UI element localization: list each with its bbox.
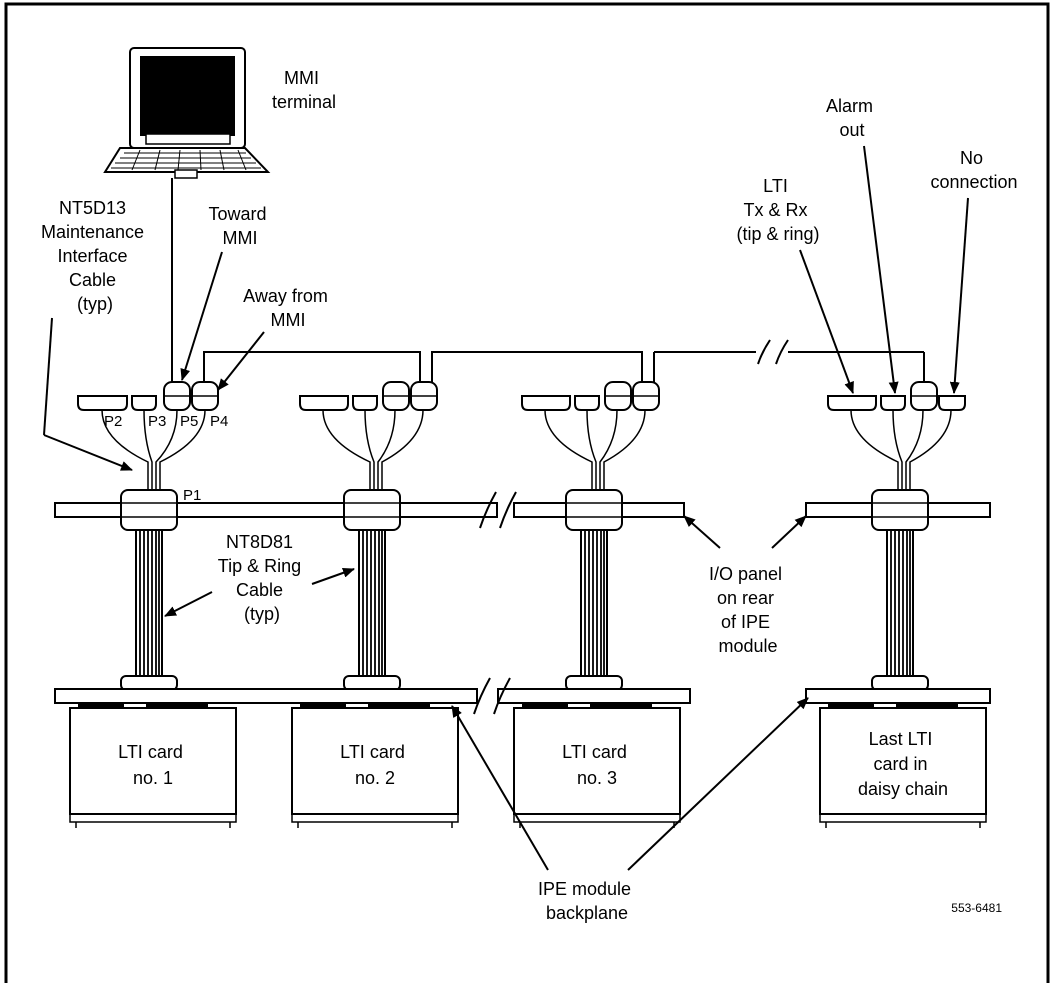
io-panel-arrow-left: [683, 515, 721, 549]
lti-card-1-label: LTI card no. 1: [118, 742, 188, 788]
tip-ring-arrow-right: [311, 567, 355, 585]
lti-txrx-line-3: (tip & ring): [736, 224, 819, 244]
io-panel-line-3: of IPE: [721, 612, 770, 632]
tip-ring-line-2: Tip & Ring: [218, 556, 301, 576]
lti-card-1-line-1: LTI card: [118, 742, 183, 762]
backplane-cable-connectors: [120, 675, 929, 691]
io-panel-label: I/O panel on rear of IPE module: [709, 564, 787, 656]
lti-card-last-line-1: Last LTI: [869, 729, 933, 749]
backplane-arrow-right: [627, 697, 809, 871]
tip-ring-arrow-left: [164, 591, 213, 617]
tip-ring-line-4: (typ): [244, 604, 280, 624]
maint-cable-line-1: NT5D13: [59, 198, 126, 218]
maint-cable-arrow: [43, 317, 53, 436]
lti-card-2-label: LTI card no. 2: [340, 742, 410, 788]
lti-card-3-label: LTI card no. 3: [562, 742, 632, 788]
backplane-line-1: IPE module: [538, 879, 631, 899]
connector-p2-label: P2: [104, 413, 122, 430]
lti-txrx-arrow: [799, 249, 854, 394]
lti-card-3-line-1: LTI card: [562, 742, 627, 762]
no-connection-arrow: [949, 197, 969, 394]
backplane-arrow-left: [451, 705, 549, 871]
lti-card-last-line-3: daisy chain: [858, 779, 948, 799]
maint-cable-line-3: Interface: [57, 246, 127, 266]
io-panel-line-4: module: [718, 636, 777, 656]
connector-group-4: [827, 381, 966, 490]
away-mmi-line-2: MMI: [271, 310, 306, 330]
mmi-terminal-label-line-1: MMI: [284, 68, 319, 88]
toward-mmi-arrow: [180, 251, 223, 381]
lti-txrx-line-2: Tx & Rx: [743, 200, 807, 220]
toward-mmi-line-1: Toward: [208, 204, 266, 224]
connector-p3-label: P3: [148, 413, 166, 430]
lti-card-2-line-1: LTI card: [340, 742, 405, 762]
no-connection-label: No connection: [930, 148, 1017, 192]
alarm-out-arrow: [863, 145, 899, 394]
maint-cable-line-5: (typ): [77, 294, 113, 314]
alarm-out-label: Alarm out: [826, 96, 878, 140]
no-connection-line-1: No: [960, 148, 983, 168]
maint-cable-line-4: Cable: [69, 270, 116, 290]
io-panel-line-1: I/O panel: [709, 564, 782, 584]
ipe-backplane: [54, 677, 991, 715]
connector-p5-label: P5: [180, 413, 198, 430]
lti-card-last: Last LTI card in daisy chain: [819, 703, 987, 828]
connector-p4-label: P4: [210, 413, 228, 430]
lti-card-last-label: Last LTI card in daisy chain: [858, 729, 948, 799]
toward-mmi-label: Toward MMI: [208, 204, 271, 248]
backplane-line-2: backplane: [546, 903, 628, 923]
connector-p1-label: P1: [183, 487, 201, 504]
connector-group-2: [299, 381, 438, 490]
io-panel-line-2: on rear: [717, 588, 774, 608]
mmi-terminal-icon: [103, 47, 271, 179]
figure-id: 553-6481: [951, 901, 1002, 915]
alarm-out-line-1: Alarm: [826, 96, 873, 116]
away-mmi-label: Away from MMI: [243, 286, 333, 330]
lti-card-2: LTI card no. 2: [291, 703, 459, 828]
lti-card-1-line-2: no. 1: [133, 768, 173, 788]
mmi-terminal-label-line-2: terminal: [272, 92, 336, 112]
tip-ring-cable-label: NT8D81 Tip & Ring Cable (typ): [218, 532, 306, 624]
lti-txrx-line-1: LTI: [763, 176, 788, 196]
connector-group-3: [521, 381, 660, 490]
daisy-chain-line: [203, 339, 925, 391]
toward-mmi-line-2: MMI: [223, 228, 258, 248]
lti-card-2-line-2: no. 2: [355, 768, 395, 788]
tip-ring-cables: [135, 529, 914, 679]
lti-txrx-label: LTI Tx & Rx (tip & ring): [736, 176, 819, 244]
tip-ring-line-1: NT8D81: [226, 532, 293, 552]
tip-ring-line-3: Cable: [236, 580, 283, 600]
lti-card-3-line-2: no. 3: [577, 768, 617, 788]
away-mmi-line-1: Away from: [243, 286, 328, 306]
maint-cable-label: NT5D13 Maintenance Interface Cable (typ): [41, 198, 149, 314]
backplane-label: IPE module backplane: [538, 879, 636, 923]
away-mmi-arrow: [217, 331, 265, 391]
io-panel-arrow-right: [771, 515, 807, 549]
alarm-out-line-2: out: [839, 120, 864, 140]
p1-connector-blocks: [120, 489, 929, 531]
figure-border: [4, 2, 1050, 983]
connector-group-1: [77, 381, 219, 490]
no-connection-line-2: connection: [930, 172, 1017, 192]
lti-card-3: LTI card no. 3: [513, 703, 681, 828]
maint-cable-line-2: Maintenance: [41, 222, 144, 242]
lti-card-last-line-2: card in: [873, 754, 927, 774]
lti-card-1: LTI card no. 1: [69, 703, 237, 828]
mmi-terminal-label: MMI terminal: [272, 68, 336, 112]
